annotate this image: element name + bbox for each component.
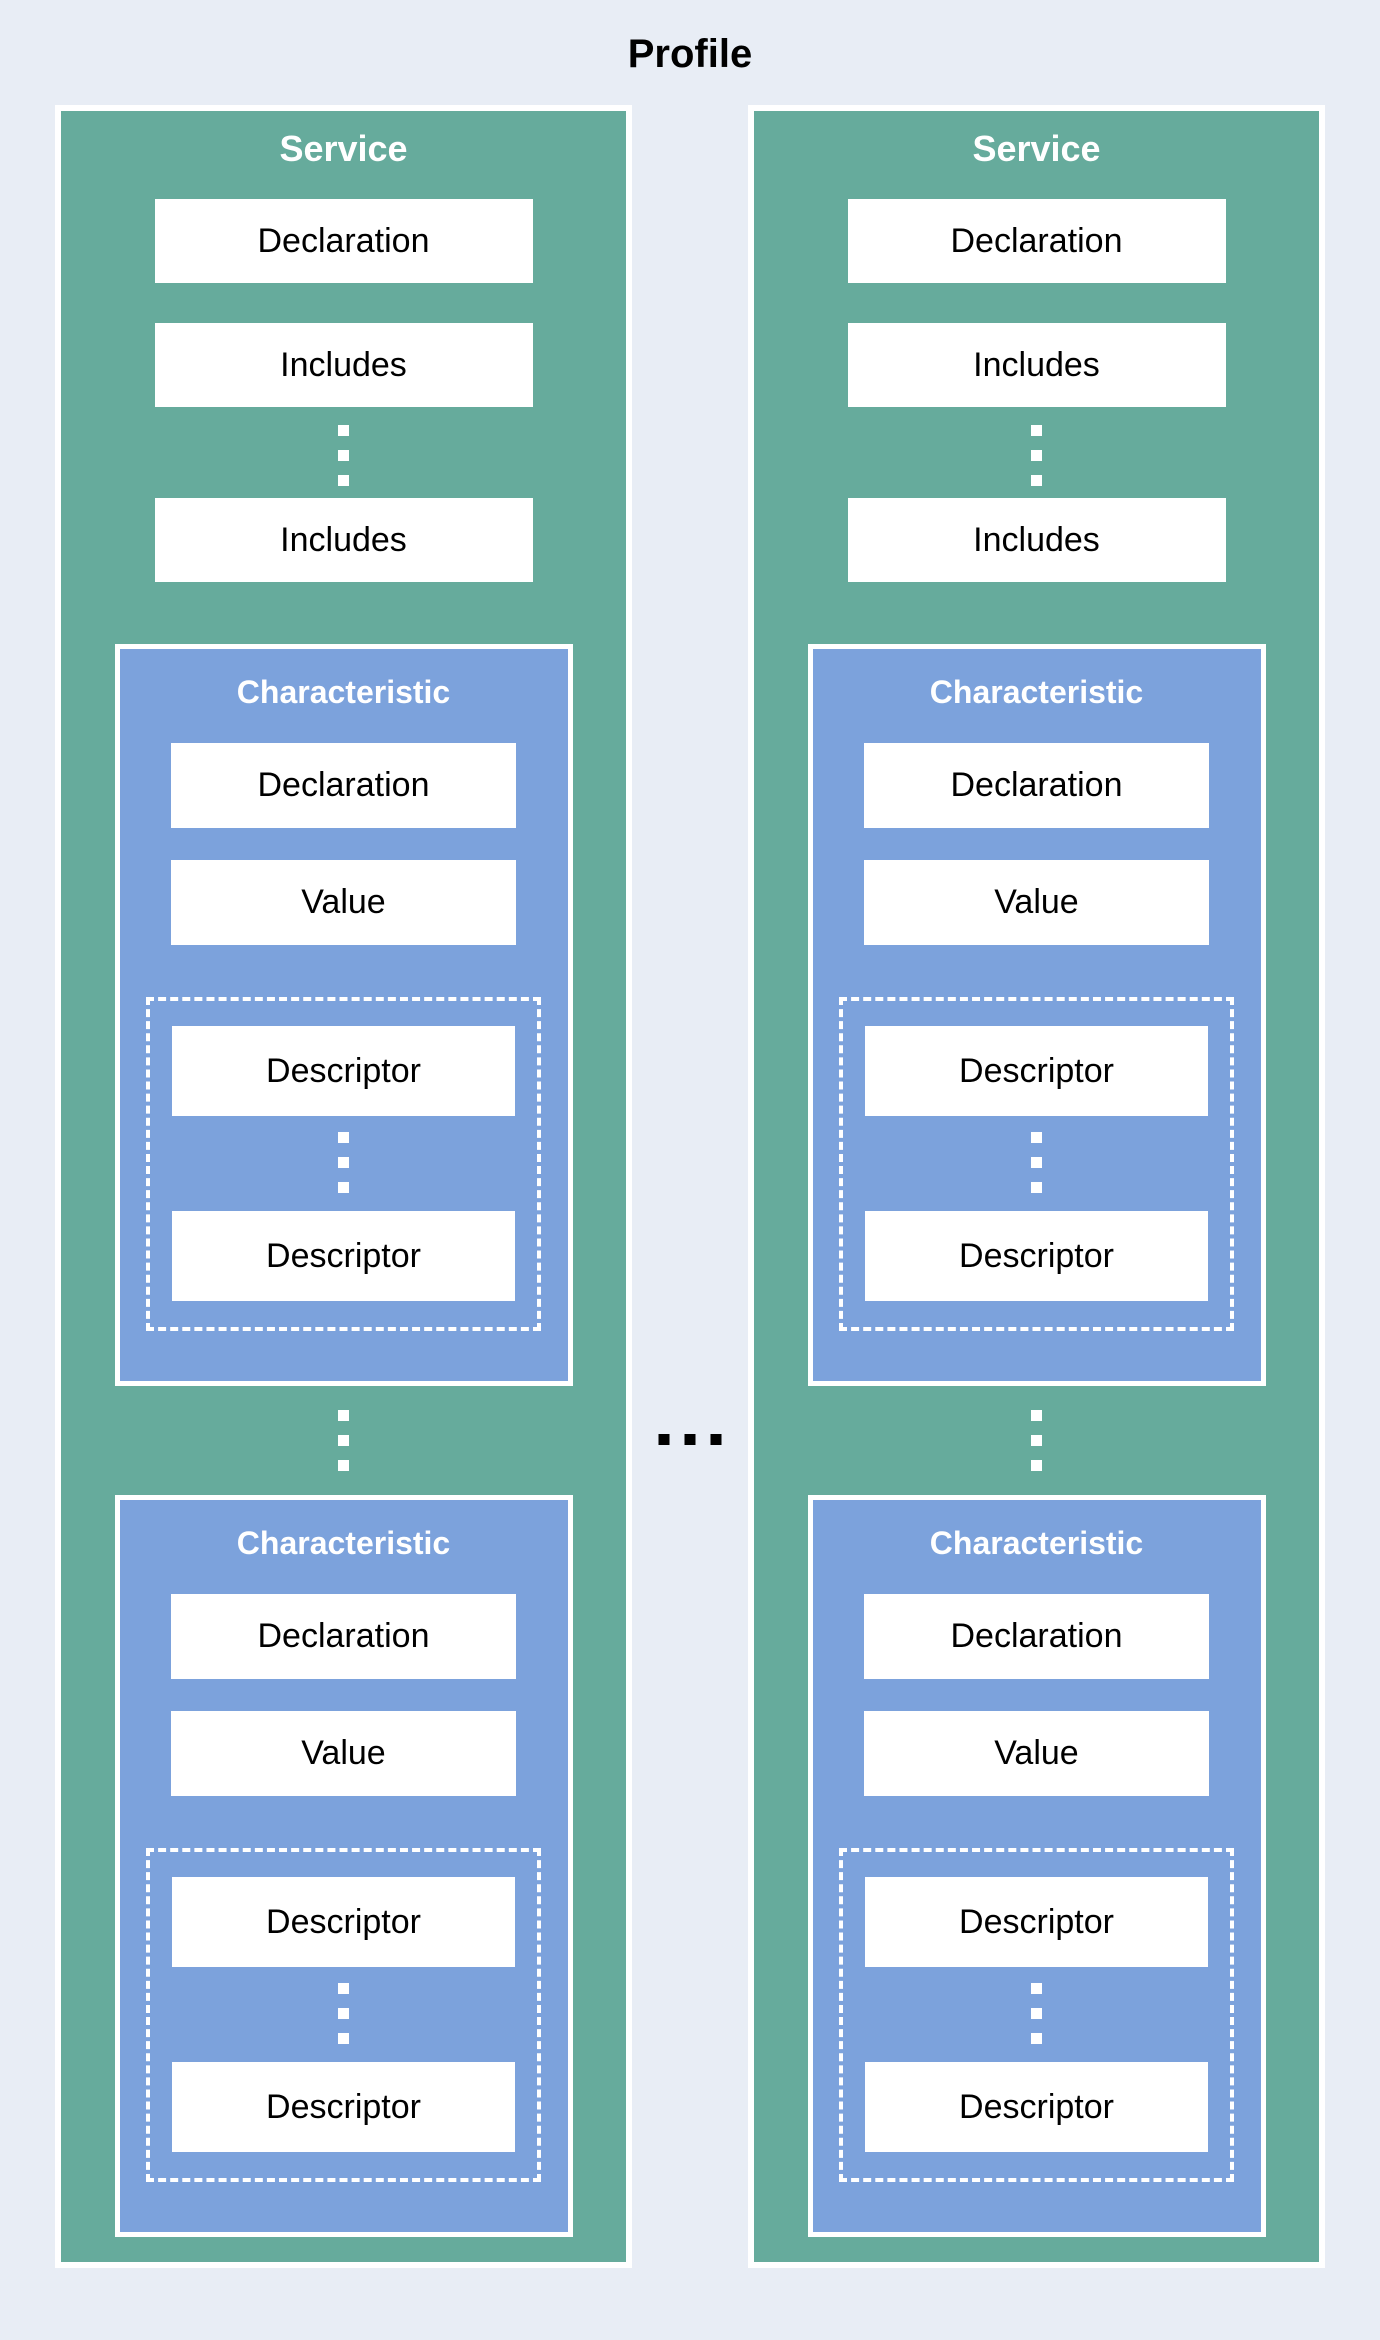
descriptor-group: Descriptor Descriptor (839, 1848, 1234, 2182)
descriptor-group: Descriptor Descriptor (839, 997, 1234, 1331)
characteristic-declaration-box: Declaration (864, 743, 1209, 828)
descriptor-group: Descriptor Descriptor (146, 997, 541, 1331)
characteristic-value-box: Value (864, 1711, 1209, 1796)
service-includes-box: Includes (847, 498, 1226, 582)
characteristic-title: Characteristic (236, 1525, 451, 1561)
service-declaration-box: Declaration (847, 199, 1226, 283)
descriptor-box: Descriptor (865, 1211, 1208, 1301)
characteristic-declaration-box: Declaration (171, 743, 516, 828)
vertical-ellipsis-icon (1031, 1983, 1042, 2044)
vertical-ellipsis-icon (338, 425, 349, 486)
characteristic-title: Characteristic (929, 674, 1144, 710)
vertical-ellipsis-icon (338, 1983, 349, 2044)
characteristic-box: Characteristic Declaration Value Descrip… (807, 1495, 1266, 2237)
descriptor-box: Descriptor (865, 2062, 1208, 2152)
characteristic-declaration-box: Declaration (864, 1594, 1209, 1679)
service-title: Service (279, 128, 408, 169)
service-title: Service (972, 128, 1101, 169)
service-declaration-box: Declaration (154, 199, 533, 283)
vertical-ellipsis-icon (338, 1410, 349, 1471)
service-box: Service Declaration Includes Includes Ch… (748, 105, 1325, 2268)
characteristic-box: Characteristic Declaration Value Descrip… (114, 1495, 573, 2237)
descriptor-box: Descriptor (172, 1211, 515, 1301)
descriptor-box: Descriptor (865, 1026, 1208, 1116)
characteristic-value-box: Value (171, 860, 516, 945)
characteristic-declaration-box: Declaration (171, 1594, 516, 1679)
page-title: Profile (627, 32, 753, 76)
service-includes-box: Includes (154, 498, 533, 582)
service-includes-box: Includes (154, 323, 533, 407)
vertical-ellipsis-icon (1031, 425, 1042, 486)
descriptor-box: Descriptor (172, 2062, 515, 2152)
characteristic-title: Characteristic (929, 1525, 1144, 1561)
descriptor-box: Descriptor (172, 1026, 515, 1116)
characteristic-title: Characteristic (236, 674, 451, 710)
horizontal-ellipsis-icon (658, 1434, 722, 1445)
descriptor-box: Descriptor (172, 1877, 515, 1967)
service-columns: Service Declaration Includes Includes Ch… (0, 105, 1380, 2268)
descriptor-box: Descriptor (865, 1877, 1208, 1967)
characteristic-value-box: Value (171, 1711, 516, 1796)
descriptor-group: Descriptor Descriptor (146, 1848, 541, 2182)
service-includes-box: Includes (847, 323, 1226, 407)
service-box: Service Declaration Includes Includes Ch… (55, 105, 632, 2268)
characteristic-value-box: Value (864, 860, 1209, 945)
vertical-ellipsis-icon (1031, 1410, 1042, 1471)
characteristic-box: Characteristic Declaration Value Descrip… (807, 644, 1266, 1386)
vertical-ellipsis-icon (1031, 1132, 1042, 1193)
vertical-ellipsis-icon (338, 1132, 349, 1193)
characteristic-box: Characteristic Declaration Value Descrip… (114, 644, 573, 1386)
